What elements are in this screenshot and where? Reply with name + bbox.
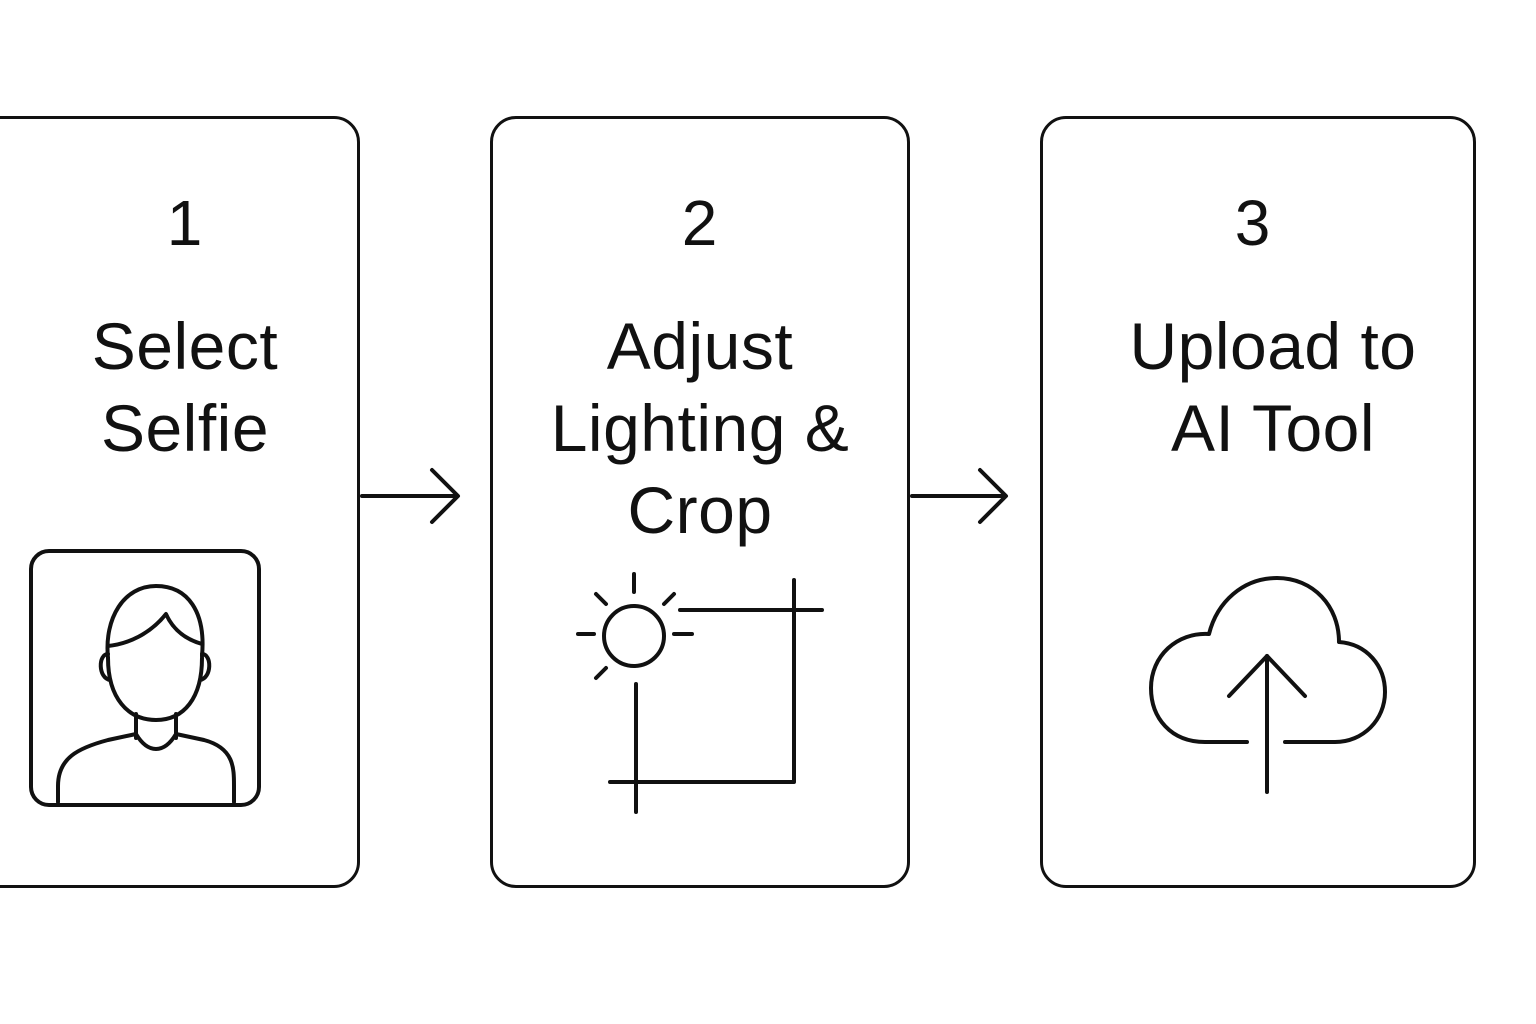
step-number: 3	[1234, 187, 1272, 259]
step-label-line: Upload to	[1129, 309, 1417, 383]
step-label: Select Selfie	[3, 305, 367, 469]
step-label-line: Adjust	[606, 309, 794, 383]
sun-crop-icon	[576, 572, 824, 814]
step-number: 1	[166, 187, 204, 259]
step-card-adjust-lighting-crop: 2 Adjust Lighting & Crop	[490, 116, 910, 888]
step-label: Upload to AI Tool	[1053, 305, 1493, 469]
step-number: 2	[681, 187, 719, 259]
step-label-line: AI Tool	[1170, 391, 1376, 465]
person-portrait-icon	[29, 549, 261, 807]
step-label-line: Select	[91, 309, 279, 383]
step-card-select-selfie: 1 Select Selfie	[0, 116, 360, 888]
step-card-upload-ai-tool: 3 Upload to AI Tool	[1040, 116, 1476, 888]
arrow-right-icon	[910, 468, 1008, 524]
step-label-line: Selfie	[100, 391, 270, 465]
cloud-upload-icon	[1149, 576, 1387, 794]
arrow-right-icon	[360, 468, 460, 524]
step-label-line: Crop	[627, 473, 773, 547]
step-label-line: Lighting &	[550, 391, 850, 465]
step-label: Adjust Lighting & Crop	[493, 305, 907, 551]
